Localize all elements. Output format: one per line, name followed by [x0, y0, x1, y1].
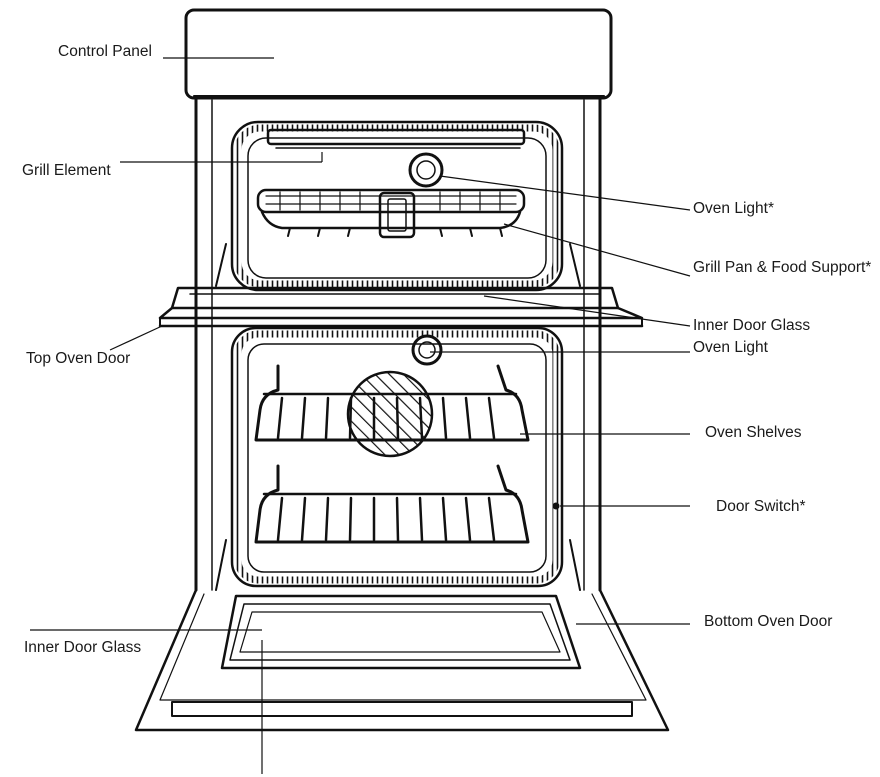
label-control-panel: Control Panel: [58, 43, 152, 60]
label-grill-pan: Grill Pan & Food Support*: [693, 259, 871, 276]
label-door-switch: Door Switch*: [716, 498, 806, 515]
label-bottom-oven-door: Bottom Oven Door: [704, 613, 832, 630]
label-grill-element: Grill Element: [22, 162, 111, 179]
label-inner-door-glass-bottom: Inner Door Glass: [24, 639, 141, 656]
label-oven-shelves: Oven Shelves: [705, 424, 802, 441]
label-top-oven-door: Top Oven Door: [26, 350, 130, 367]
grill-pan: [256, 188, 526, 239]
fan-guard: [346, 370, 434, 458]
label-oven-light-top: Oven Light*: [693, 200, 774, 217]
top-oven-door: [158, 243, 644, 328]
oven-light-top: [408, 152, 444, 188]
label-oven-light-bottom: Oven Light: [693, 339, 769, 356]
leader-lines: [30, 57, 691, 774]
oven-shelf-upper: [254, 364, 530, 442]
grill-element: [266, 128, 526, 149]
oven-shelf-lower: [254, 464, 530, 544]
door-switch: [552, 502, 560, 510]
inner-door-glass-panel: [220, 594, 582, 670]
oven-light-bottom: [411, 334, 443, 366]
bottom-oven-cavity: [230, 326, 564, 588]
top-oven-cavity: [230, 120, 564, 292]
bottom-oven-door: [134, 539, 670, 732]
oven-cabinet: [194, 96, 602, 592]
control-panel: [184, 8, 613, 100]
label-inner-door-glass-top: Inner Door Glass: [693, 317, 810, 334]
